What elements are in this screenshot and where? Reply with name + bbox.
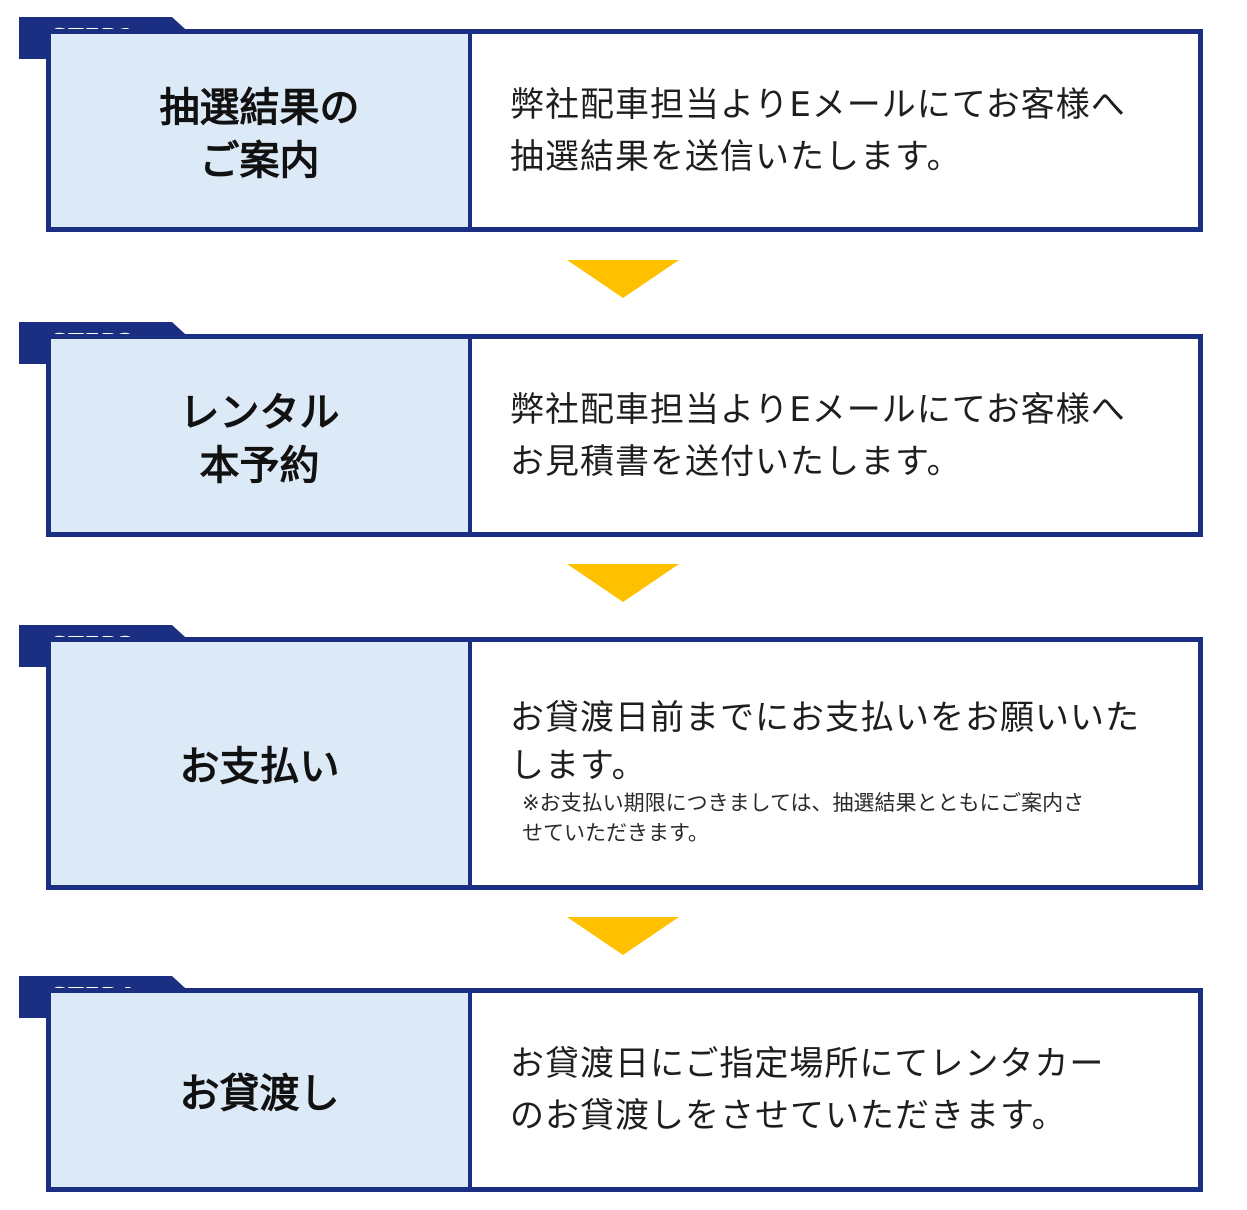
step-3-desc-line-2: します。 xyxy=(510,746,647,786)
step-2-desc-line-1: 弊社配車担当よりEメールにてお客様へ xyxy=(510,389,1126,430)
step-3-description: お貸渡日前までにお支払いをお願いいた します。 ※お支払い期限につきましては、抽… xyxy=(472,642,1198,885)
step-4-desc-line-1: お貸渡日にご指定場所にてレンタカー xyxy=(510,1044,1105,1084)
step-1-title-line-2: ご案内 xyxy=(199,137,320,184)
step-4-title-line-1: お貸渡し xyxy=(179,1070,340,1117)
step-3-note-line-2: せていただきます。 xyxy=(522,821,709,845)
chevron-down-icon xyxy=(567,917,679,955)
step-2-title-line-1: レンタル xyxy=(179,389,340,436)
step-1-description: 弊社配車担当よりEメールにてお客様へ 抽選結果を送信いたします。 xyxy=(472,34,1198,227)
step-4-desc-line-2: のお貸渡しをさせていただきます。 xyxy=(510,1096,1067,1136)
step-3-title-line-1: お支払い xyxy=(179,744,340,790)
chevron-down-icon xyxy=(567,260,679,298)
step-4-description: お貸渡日にご指定場所にてレンタカー のお貸渡しをさせていただきます。 xyxy=(472,993,1198,1187)
step-1-box: 抽選結果の ご案内 弊社配車担当よりEメールにてお客様へ 抽選結果を送信いたしま… xyxy=(46,29,1203,232)
step-3-title: お支払い xyxy=(51,642,472,885)
step-3-note-line-1: ※お支払い期限につきましては、抽選結果とともにご案内さ xyxy=(522,791,1085,815)
chevron-down-icon xyxy=(567,564,679,602)
step-2-description: 弊社配車担当よりEメールにてお客様へ お見積書を送付いたします。 xyxy=(472,339,1198,532)
step-2-box: レンタル 本予約 弊社配車担当よりEメールにてお客様へ お見積書を送付いたします… xyxy=(46,334,1203,537)
step-1-desc-line-2: 抽選結果を送信いたします。 xyxy=(510,136,962,177)
step-4-title: お貸渡し xyxy=(51,993,472,1187)
step-2-title-line-2: 本予約 xyxy=(199,442,320,489)
step-1-desc-line-1: 弊社配車担当よりEメールにてお客様へ xyxy=(510,84,1126,125)
step-3-box: お支払い お貸渡日前までにお支払いをお願いいた します。 ※お支払い期限につきま… xyxy=(46,637,1203,890)
step-1-title-line-1: 抽選結果の xyxy=(159,84,360,131)
step-2-title: レンタル 本予約 xyxy=(51,339,472,532)
step-1-title: 抽選結果の ご案内 xyxy=(51,34,472,227)
step-4-box: お貸渡し お貸渡日にご指定場所にてレンタカー のお貸渡しをさせていただきます。 xyxy=(46,988,1203,1192)
step-2-desc-line-2: お見積書を送付いたします。 xyxy=(510,441,962,482)
step-3-desc-line-1: お貸渡日前までにお支払いをお願いいた xyxy=(510,698,1140,738)
